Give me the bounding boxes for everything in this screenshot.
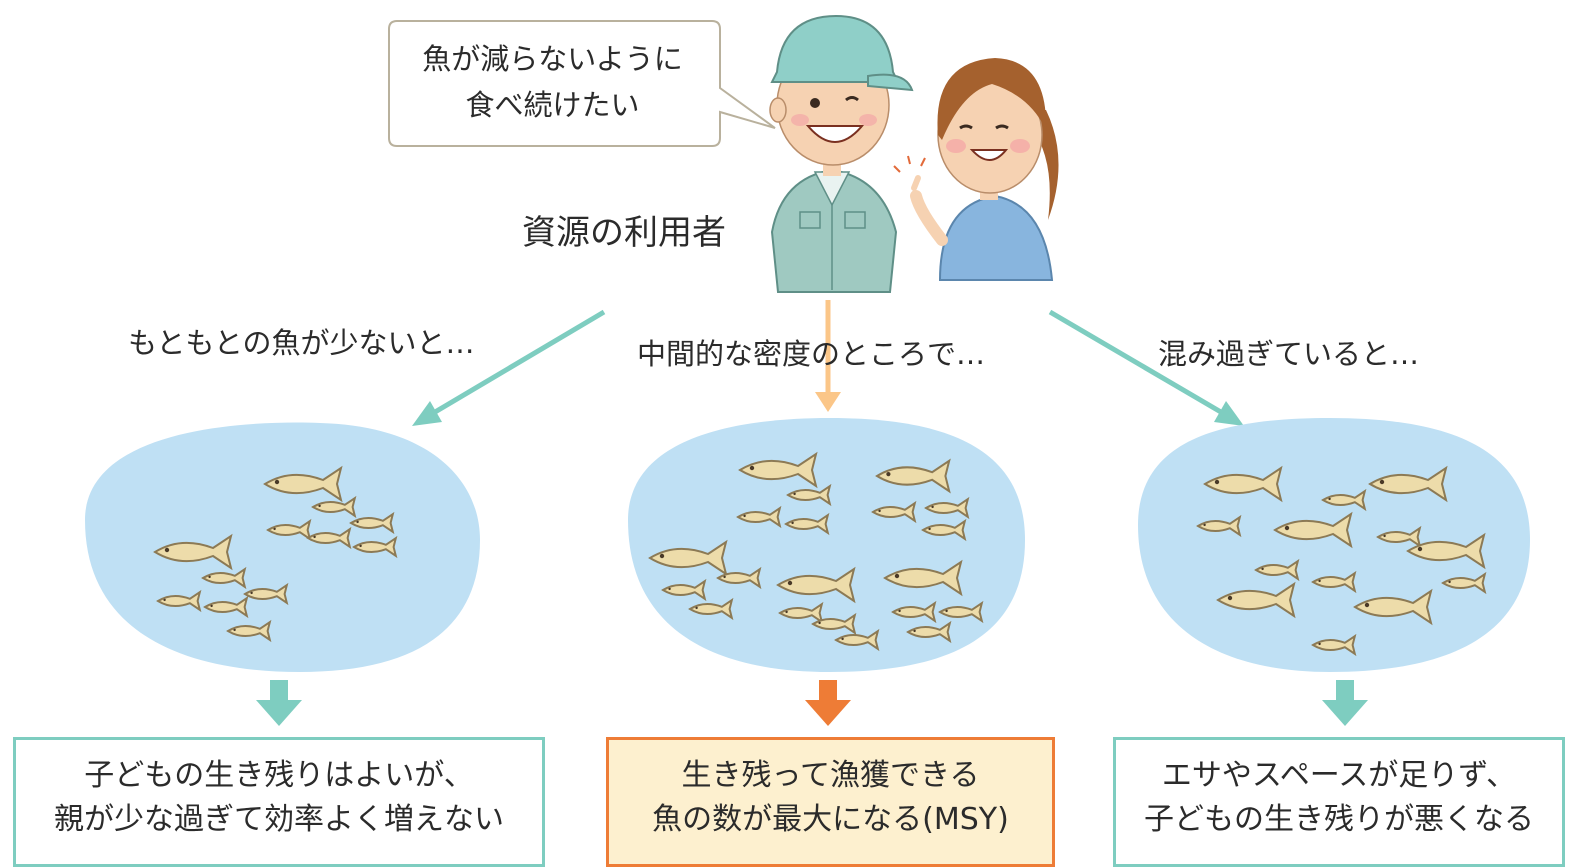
fish-icon (834, 628, 880, 652)
fish-icon (661, 578, 707, 602)
fish-icon (716, 566, 762, 590)
fish-icon (1368, 465, 1448, 503)
pond-left (85, 422, 480, 672)
woman-illustration (893, 58, 1059, 281)
fish-icon (786, 483, 832, 507)
fish-icon (263, 465, 343, 503)
fish-icon (871, 500, 917, 524)
fish-icon (226, 619, 272, 643)
fish-icon (349, 511, 395, 535)
fish-icon (266, 518, 312, 542)
branch-label-medium-density: 中間的な密度のところで… (637, 337, 986, 371)
result-box-msy: 生き残って漁獲できる 魚の数が最大になる(MSY) (606, 737, 1055, 867)
fish-icon (906, 620, 952, 644)
fish-icon (924, 496, 970, 520)
fish-group-left (153, 465, 398, 643)
fish-icon (811, 612, 857, 636)
fish-icon (1311, 570, 1357, 594)
arrow-to-center (815, 300, 841, 412)
fish-icon (243, 582, 289, 606)
fish-icon (883, 559, 963, 597)
fish-icon (153, 533, 233, 571)
result-line: 生き残って漁獲できる (681, 758, 980, 793)
result-line: 魚の数が最大になる(MSY) (652, 802, 1009, 837)
fish-icon (1376, 525, 1422, 549)
result-box-low-density: 子どもの生き残りはよいが、 親が少な過ぎて効率よく増えない (13, 737, 545, 867)
pond-center (628, 418, 1025, 672)
down-arrow-left (256, 680, 302, 726)
fish-icon (921, 518, 967, 542)
fish-icon (736, 505, 782, 529)
fish-icon (156, 589, 202, 613)
fish-icon (1321, 488, 1367, 512)
fish-group-center (648, 451, 984, 652)
down-arrow-center (805, 680, 851, 726)
fish-icon (1353, 588, 1433, 626)
speech-line-1: 魚が減らないように (422, 42, 683, 76)
fish-icon (648, 539, 728, 577)
fish-group-right (1196, 465, 1487, 657)
fish-icon (738, 451, 818, 489)
branch-label-low-density: もともとの魚が少ないと… (128, 326, 475, 360)
fish-icon (1203, 465, 1283, 503)
result-line: 親が少な過ぎて効率よく増えない (54, 802, 504, 837)
fish-icon (891, 600, 937, 624)
fish-icon (203, 595, 249, 619)
down-arrow-right (1322, 680, 1368, 726)
fish-icon (776, 566, 856, 604)
speech-bubble (388, 20, 776, 147)
fish-icon (1216, 581, 1296, 619)
fish-icon (1273, 511, 1353, 549)
speech-line-2: 食べ続けたい (465, 88, 640, 122)
fish-icon (1196, 514, 1242, 538)
man-illustration (769, 14, 914, 293)
result-line: 子どもの生き残りはよいが、 (84, 758, 474, 793)
fish-icon (784, 512, 830, 536)
fish-icon (688, 597, 734, 621)
fish-icon (938, 600, 984, 624)
fish-icon (352, 535, 398, 559)
fish-icon (778, 601, 824, 625)
arrow-to-left (412, 309, 606, 426)
fish-icon (1406, 532, 1486, 570)
result-line: エサやスペースが足りず、 (1161, 758, 1517, 793)
fish-icon (306, 526, 352, 550)
speech-text: 魚が減らないように 食べ続けたい (400, 36, 705, 128)
fish-icon (1311, 633, 1357, 657)
result-box-high-density: エサやスペースが足りず、 子どもの生き残りが悪くなる (1113, 737, 1565, 867)
result-line: 子どもの生き残りが悪くなる (1144, 802, 1534, 837)
branch-label-high-density: 混み過ぎていると… (1158, 337, 1420, 371)
fish-icon (1441, 571, 1487, 595)
fish-icon (201, 566, 247, 590)
arrow-to-right (1048, 309, 1244, 426)
fish-icon (311, 495, 357, 519)
fish-icon (875, 458, 951, 494)
fish-icon (1254, 558, 1300, 582)
resource-user-label: 資源の利用者 (522, 213, 726, 253)
